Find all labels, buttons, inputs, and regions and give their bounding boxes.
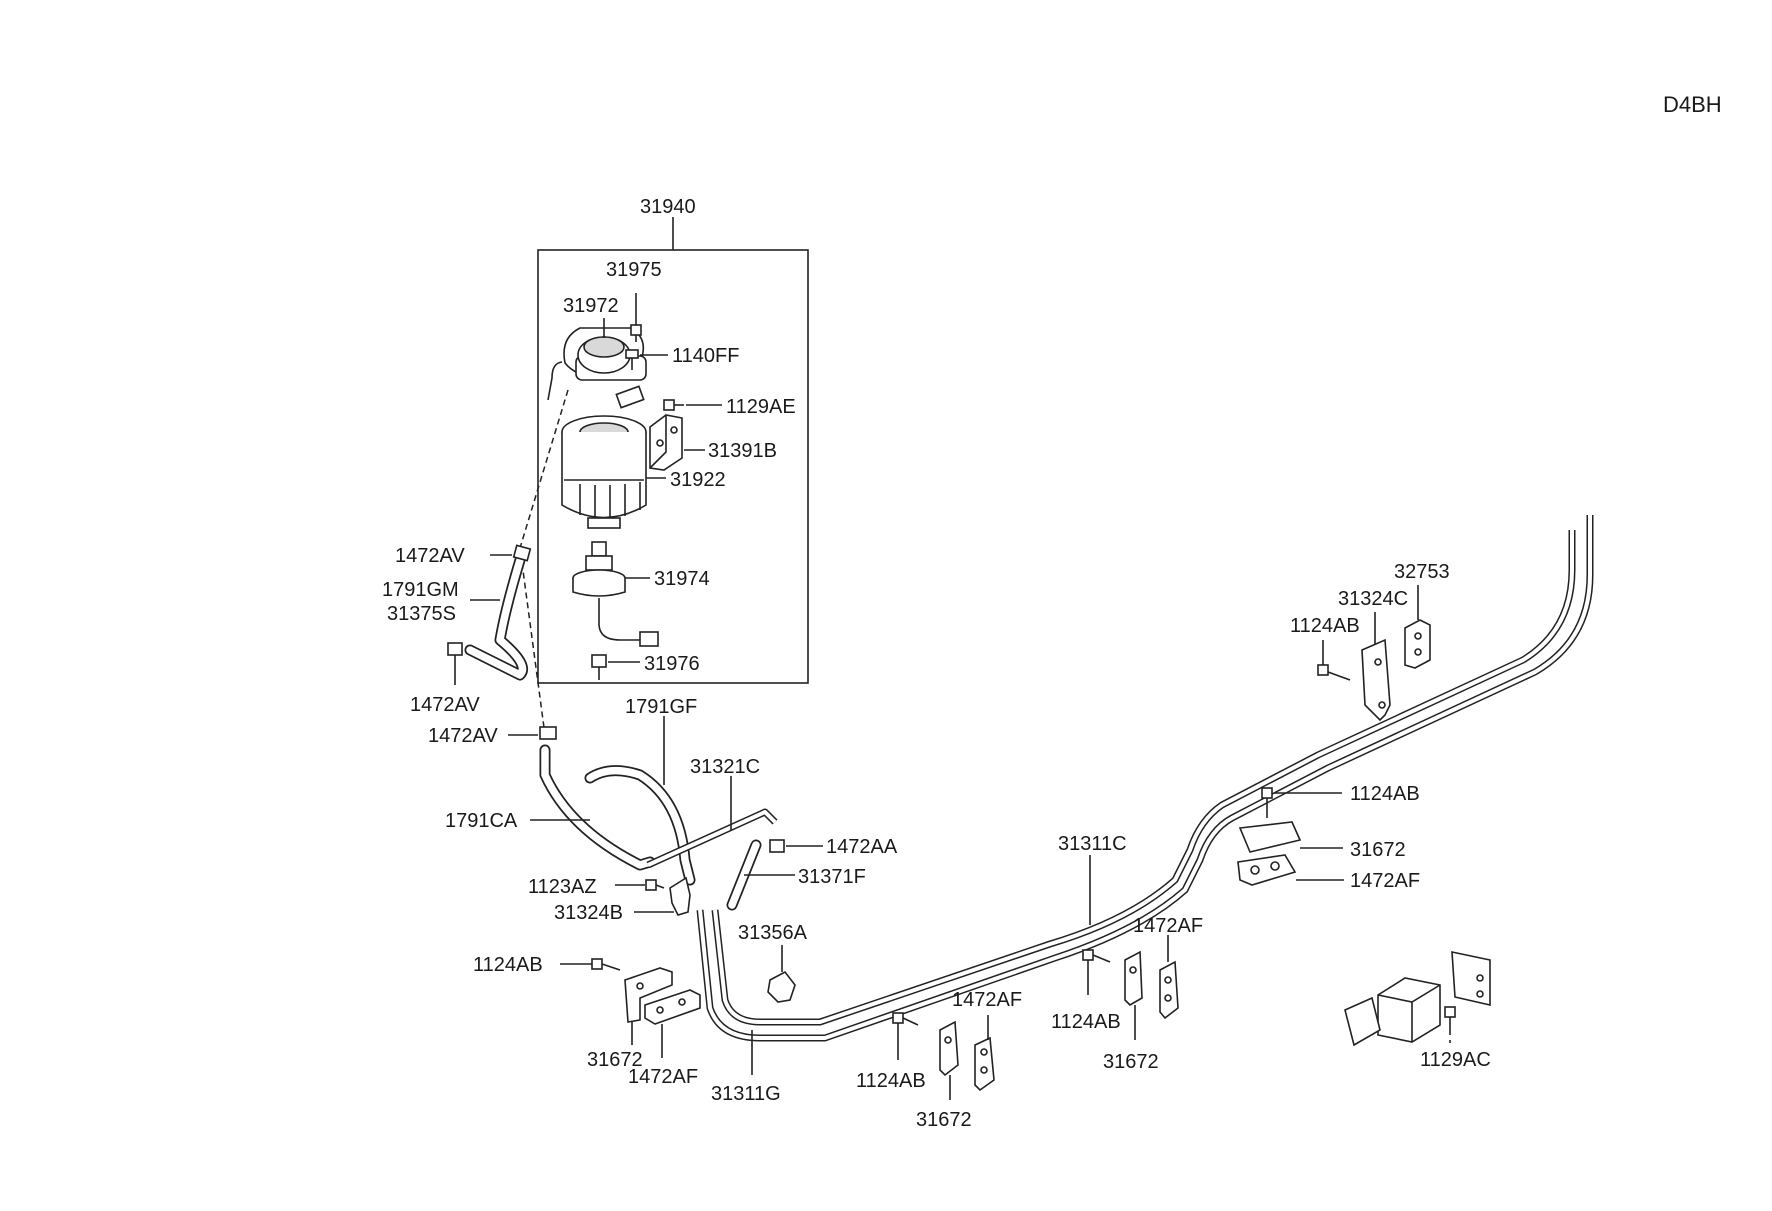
label-31922: 31922 [670,469,726,491]
label-1123AZ: 1123AZ [528,876,597,898]
block-assembly-1129AC [1344,950,1491,1047]
clip-32753 [1404,585,1431,669]
label-1124AB-d: 1124AB [1350,783,1420,805]
label-1472AF-a: 1472AF [628,1066,698,1088]
clamp-1472AF-d [1237,854,1344,886]
label-31672-d: 31672 [1350,839,1406,861]
label-31672-b: 31672 [916,1109,972,1131]
label-31371F: 31371F [798,866,866,888]
label-1124AB-e: 1124AB [1290,615,1360,637]
label-31972: 31972 [563,295,619,317]
clip-31356A [767,945,796,1003]
bracket-31672-d [1238,821,1343,853]
label-1472AV-b: 1472AV [410,694,480,716]
label-31311G: 31311G [711,1083,781,1105]
clamp-1472AV-b [447,642,463,685]
label-31940: 31940 [640,196,696,218]
label-1124AB-b: 1124AB [856,1070,926,1092]
label-31324B: 31324B [554,902,623,924]
label-31672-c: 31672 [1103,1051,1159,1073]
clamp-1472AF-c [1159,935,1179,1020]
label-31375S: 31375S [387,603,456,625]
bolt-1124AB-d [1261,787,1342,818]
label-31324C: 31324C [1338,588,1408,610]
label-31672-a: 31672 [587,1049,643,1071]
clamp-1472AV-c [508,726,557,740]
diagram-code: D4BH [1663,92,1722,117]
drain-plug [591,654,640,680]
label-1140FF: 1140FF [672,345,739,367]
label-1124AB-c: 1124AB [1051,1011,1121,1033]
bolt-1124AB-b [892,1012,919,1060]
label-1472AA: 1472AA [826,836,898,858]
bolt-1124AB-c [1082,949,1111,995]
label-1791GF: 1791GF [625,696,697,718]
clamp-1472AF-b [974,1015,995,1092]
label-31311C: 31311C [1058,833,1127,855]
hose-1791GM [464,544,532,681]
bolt-31975 [630,293,642,342]
bolt-1124AB-a [560,958,621,971]
bracket-31324B [634,876,691,916]
water-sensor [572,541,659,647]
clamp-1472AA [769,839,823,853]
label-1472AV-c: 1472AV [428,725,498,747]
bolt-1129AE [663,399,722,411]
label-1124AB-a: 1124AB [473,954,543,976]
bolt-1124AB-e [1317,640,1351,681]
fuel-filter-assembly [537,217,809,684]
label-1472AV-a: 1472AV [395,545,465,567]
screw-1140FF [625,349,668,370]
label-31391B: 31391B [708,440,777,462]
filter-cartridge [561,415,666,529]
label-31974: 31974 [654,568,710,590]
label-31975: 31975 [606,259,662,281]
pipe-31311C [696,515,1594,1042]
label-1472AF-c: 1472AF [1133,915,1203,937]
label-1129AC: 1129AC [1420,1049,1491,1071]
label-1129AE: 1129AE [726,396,796,418]
bracket-31324C [1361,612,1391,722]
hose-1791GF [584,765,696,886]
bracket-31672-a [624,967,673,1045]
label-1472AF-b: 1472AF [952,989,1022,1011]
hose-31371F [726,839,795,911]
clamp-1472AF-a [644,989,701,1058]
bracket-31391B [649,414,705,471]
filter-head [547,327,647,409]
bracket-31672-b [939,1020,959,1100]
label-31321C: 31321C [690,756,760,778]
bolt-1123AZ [615,879,665,891]
label-31976: 31976 [644,653,700,675]
label-1791CA: 1791CA [445,810,518,832]
label-1791GM: 1791GM [382,579,459,601]
label-31356A: 31356A [738,922,808,944]
pipe-31321C [646,808,778,869]
bracket-31672-c [1124,950,1143,1040]
label-32753: 32753 [1394,561,1450,583]
label-1472AF-d: 1472AF [1350,870,1420,892]
hose-1791CA [539,744,656,871]
